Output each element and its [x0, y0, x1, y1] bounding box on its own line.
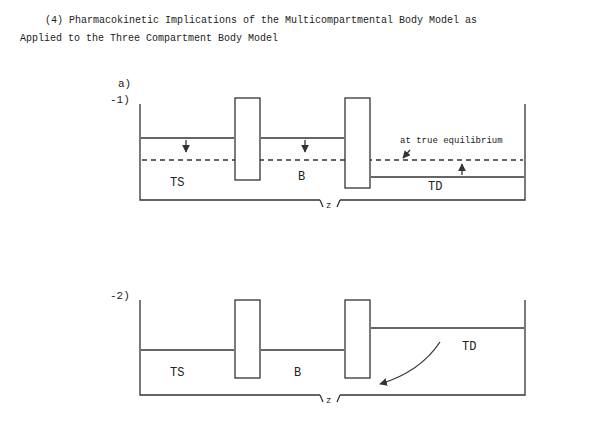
level-arrow: [461, 164, 462, 175]
flow-arrow: [380, 342, 440, 384]
vessel-outline: [140, 300, 525, 395]
heading: (4) Pharmacokinetic Implications of the …: [20, 12, 482, 48]
partition: [235, 98, 260, 180]
level-line: [141, 349, 234, 350]
level-arrow: [185, 140, 186, 152]
level-line: [371, 176, 524, 177]
compartment-label: TD: [428, 180, 442, 194]
partition: [345, 300, 370, 378]
partition: [235, 300, 260, 378]
compartment-label: B: [294, 366, 301, 380]
note: at true equilibrium: [398, 136, 505, 147]
leader-arrow: [403, 150, 410, 158]
vessel-outline: [140, 104, 525, 200]
compartment-label: TS: [170, 176, 184, 190]
level-line: [261, 349, 344, 350]
part-number: -2): [110, 290, 130, 303]
level-line: [371, 327, 524, 328]
partition: [345, 98, 370, 188]
compartment-label: B: [298, 170, 305, 184]
level-line: [141, 137, 234, 138]
level-line: [261, 137, 344, 138]
level-arrow: [304, 140, 305, 152]
compartment-label: TD: [462, 340, 476, 354]
outlet-label: z: [326, 396, 331, 407]
part-number: -1): [110, 94, 130, 107]
equilibrium-line: [142, 159, 523, 160]
outlet-label: z: [326, 201, 331, 212]
part-letter: a): [118, 78, 131, 91]
compartment-label: TS: [170, 366, 184, 380]
